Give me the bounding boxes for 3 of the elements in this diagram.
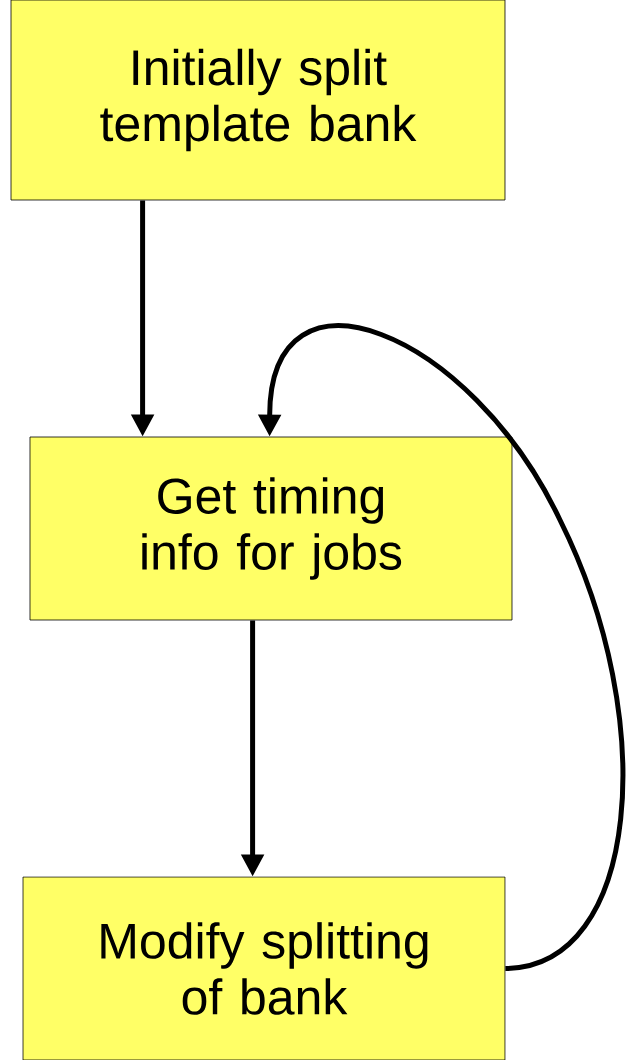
process-box: Get timing info for jobs (29, 436, 513, 621)
process-box: Modify splitting of bank (22, 876, 506, 1060)
process-box: Initially split template bank (10, 0, 506, 201)
